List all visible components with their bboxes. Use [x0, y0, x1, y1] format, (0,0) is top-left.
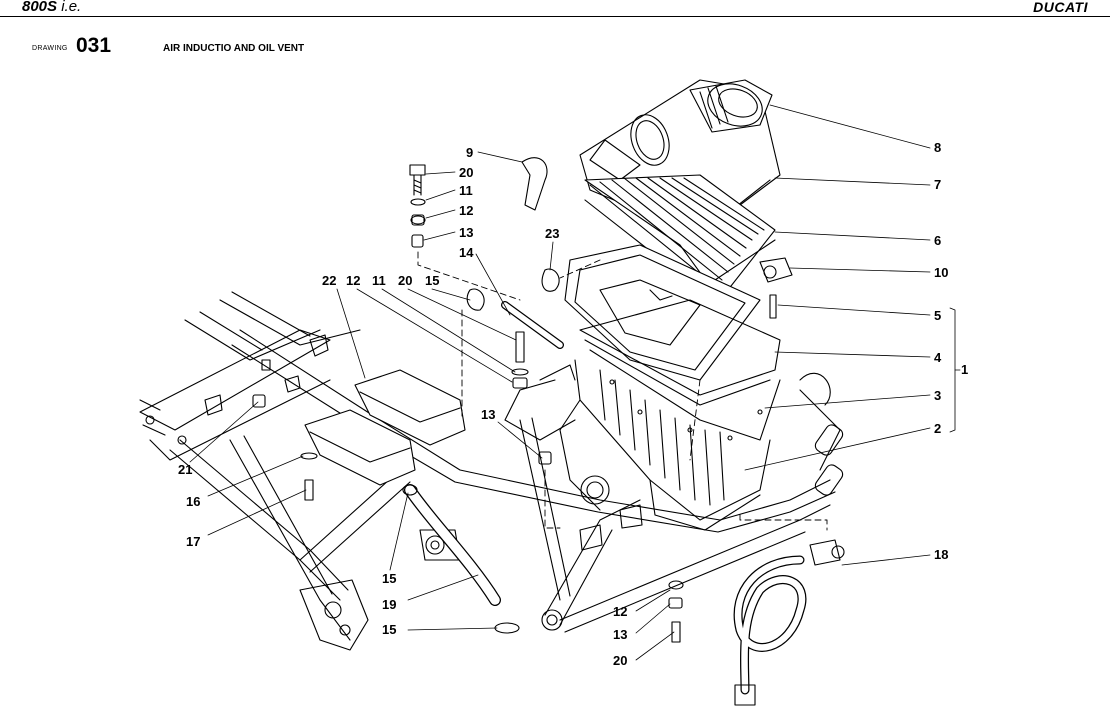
callout-20-mid: 20 — [398, 273, 412, 288]
callout-1: 1 — [961, 362, 968, 377]
callout-6: 6 — [934, 233, 941, 248]
callout-12-bottom: 12 — [613, 604, 627, 619]
drawing-label: DRAWING — [32, 45, 68, 52]
callout-19: 19 — [382, 597, 396, 612]
callout-22: 22 — [322, 273, 336, 288]
callout-4: 4 — [934, 350, 942, 365]
fasteners-drawing — [252, 157, 777, 643]
callout-2: 2 — [934, 421, 941, 436]
callout-13-mid: 13 — [481, 407, 495, 422]
callout-13-bottom: 13 — [613, 627, 627, 642]
oil-vent-hoses-drawing — [404, 257, 845, 706]
callout-11-top: 11 — [459, 183, 473, 198]
callout-13-top: 13 — [459, 225, 473, 240]
model-name: 800S i.e. — [22, 0, 82, 15]
callout-14: 14 — [459, 245, 474, 260]
callout-10: 10 — [934, 265, 948, 280]
callout-16: 16 — [186, 494, 200, 509]
leader-lines — [189, 104, 961, 661]
page-header: 800S i.e. DUCATI — [0, 0, 1110, 17]
callout-labels: 8 7 6 10 5 4 3 2 1 9 20 11 12 13 14 23 2… — [178, 140, 968, 668]
callout-11-mid: 11 — [372, 273, 386, 288]
callout-17: 17 — [186, 534, 200, 549]
callout-15-mid: 15 — [382, 571, 396, 586]
callout-23: 23 — [545, 226, 559, 241]
drawing-title: AIR INDUCTIO AND OIL VENT — [163, 43, 305, 54]
callout-5: 5 — [934, 308, 941, 323]
air-filter-drawing — [584, 174, 776, 301]
hidden-lines — [417, 251, 828, 531]
callout-20-bottom: 20 — [613, 653, 627, 668]
callout-12-mid: 12 — [346, 273, 360, 288]
callout-9: 9 — [466, 145, 473, 160]
callout-3: 3 — [934, 388, 941, 403]
drawing-number: 031 — [76, 34, 112, 57]
callout-18: 18 — [934, 547, 948, 562]
callout-8: 8 — [934, 140, 941, 155]
intake-ducts-drawing — [304, 369, 466, 486]
callout-12-top: 12 — [459, 203, 473, 218]
callout-15-bottom: 15 — [382, 622, 396, 637]
airbox-base-drawing — [504, 244, 781, 531]
callout-21: 21 — [178, 462, 192, 477]
callout-7: 7 — [934, 177, 941, 192]
brand-logo: DUCATI — [1033, 0, 1088, 15]
callout-20-top: 20 — [459, 165, 473, 180]
callout-15-top: 15 — [425, 273, 439, 288]
